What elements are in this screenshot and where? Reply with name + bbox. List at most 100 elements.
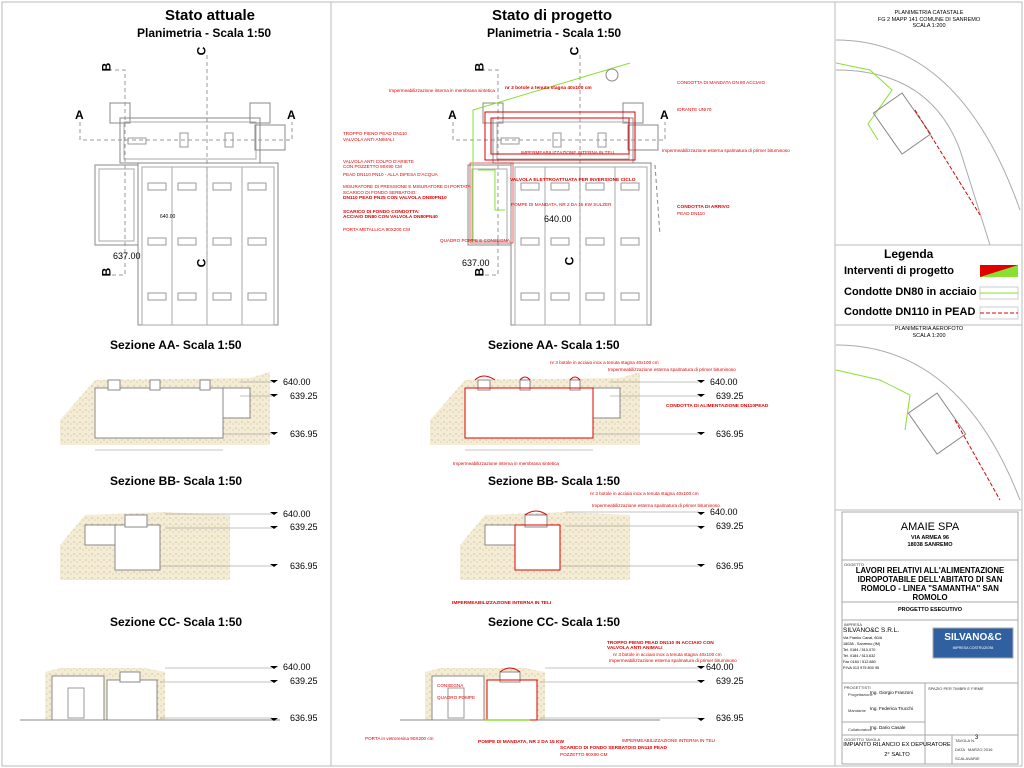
plan-elevation: 640.00 xyxy=(544,214,572,224)
plan-note: MISURATORE DI PRESSIONE E MISURATORE DI … xyxy=(343,184,471,189)
existing-sections xyxy=(19,371,281,721)
plan-elevation: 640.00 xyxy=(160,214,176,220)
project-title: Stato di progetto xyxy=(492,7,612,24)
section-note: Impermeabilizzazione esterna spalmatura … xyxy=(592,503,720,508)
section-note: Impermeabilizzazione esterna spalmatura … xyxy=(609,658,737,663)
elevation-label: 640.00 xyxy=(706,662,734,672)
section-note: QUADRO POMPE xyxy=(437,695,476,700)
section-note: Impermeabilizzazione interna in membrana… xyxy=(453,461,559,466)
company-label: IMPRESA xyxy=(844,622,863,627)
stamp-label: SPAZIO PER TIMBRI E FIRME xyxy=(928,686,984,691)
existing-section-cc-title: Sezione CC- Scala 1:50 xyxy=(110,615,243,629)
elevation-label: 640.00 xyxy=(710,377,738,387)
plan-note: PEAD DN110 PN10 - ALLA DIFESA D'ACQUA xyxy=(343,172,438,177)
elevation-label: 640.00 xyxy=(283,377,311,387)
elevation-label: 636.95 xyxy=(716,561,744,571)
section-marker-a: A xyxy=(448,108,457,122)
elevation-label: 639.25 xyxy=(290,522,318,532)
elevation-label: 639.25 xyxy=(716,391,744,401)
collaborator-name: Ing. Dario Casale xyxy=(870,725,906,730)
legend-item: Condotte DN80 in acciaio xyxy=(844,286,977,298)
existing-plan-title: Planimetria - Scala 1:50 xyxy=(137,26,272,40)
existing-section-aa-title: Sezione AA- Scala 1:50 xyxy=(110,338,242,352)
section-note: POZZETTO 90X90 CM xyxy=(560,752,608,757)
section-note: CONDOTTA DI ALIMENTAZIONE DN110PEAD xyxy=(666,404,769,409)
section-note: nr 3 botole in acciaio inox a tenuta sta… xyxy=(613,652,722,657)
section-note: IMPERMEABILIZZAZIONE INTERNA IN TELI xyxy=(452,601,552,606)
object-label: OGGETTO xyxy=(844,562,864,567)
elevation-label: 636.95 xyxy=(716,713,744,723)
existing-title: Stato attuale xyxy=(165,7,256,24)
plan-elevation: 637.00 xyxy=(113,251,141,261)
plan-note: SCARICO DI FONDO SERBATOIO: xyxy=(343,190,417,195)
plan-elevation: 637.00 xyxy=(462,258,490,268)
legend-item: Condotte DN110 in PEAD xyxy=(844,306,976,318)
section-note: nr 3 botole in acciaio inox a tenuta sta… xyxy=(590,491,699,496)
client-name: AMAIE SPA xyxy=(900,521,960,533)
plan-note: CONDOTTA DI ARRIVO xyxy=(677,205,730,210)
elevation-label: 640.00 xyxy=(283,509,311,519)
company-name: SILVANO&C S.R.L. xyxy=(843,627,900,634)
project-plan-title: Planimetria - Scala 1:50 xyxy=(487,26,622,40)
legend-swatches xyxy=(979,265,1019,320)
project-sections xyxy=(399,371,705,721)
manager-name: Ing. Federica Trucchi xyxy=(870,706,913,711)
plan-note: CONDOTTA DI MANDATA DN 80 ACCIAIO xyxy=(677,80,766,85)
section-marker-b: B xyxy=(472,62,487,72)
plan-note: IMPERMEABILIZZAZIONE INTERNA IN TELI xyxy=(521,150,615,155)
elevation-label: 636.95 xyxy=(716,429,744,439)
section-note: PORTA in vetroresina 90X200 cm xyxy=(365,736,434,741)
section-note: SCARICO DI FONDO SERBATOIO DN110 PEAD xyxy=(560,746,667,751)
plan-note: Impermeabilizzazione esterna spalmatura … xyxy=(662,148,790,153)
elevation-label: 636.95 xyxy=(290,713,318,723)
plan-note: DN110 PEAD PN25 CON VALVOLA DN80PN10 xyxy=(343,196,447,201)
plan-note: TROPPO PIENO PEAD DN110 xyxy=(343,131,407,136)
section-note: IMPERMEABILIZZAZIONE INTERNA IN TELI xyxy=(622,738,716,743)
project-section-bb-title: Sezione BB- Scala 1:50 xyxy=(488,474,621,488)
sheet-title: IMPIANTO RILANCIO EX DEPURATORE xyxy=(843,742,951,748)
plan-note: ACCIAIO DN80 CON VALVOLA DN80PN40 xyxy=(343,215,438,220)
section-marker-b: B xyxy=(472,267,487,277)
legend-item: Interventi di progetto xyxy=(844,265,954,277)
legend-title: Legenda xyxy=(884,247,934,261)
elevation-label: 640.00 xyxy=(283,662,311,672)
sheet-number: 3 xyxy=(975,735,979,741)
section-marker-c: C xyxy=(194,46,209,56)
plan-note: CON POZZETTO 90X90 CM xyxy=(343,164,402,169)
existing-plan xyxy=(79,54,293,326)
plan-note: VALVOLA ANTI ANIMALI xyxy=(343,137,394,142)
elevation-label: 639.25 xyxy=(290,676,318,686)
section-note: Impermeabilizzazione esterna spalmatura … xyxy=(608,367,736,372)
section-marker-b: B xyxy=(99,267,114,277)
section-note: CONSEGNA xyxy=(437,683,464,688)
sheet-scale: VARIE xyxy=(968,756,980,761)
elevation-label: 640.00 xyxy=(710,507,738,517)
plan-note: PORTA METALLICA 90X200 CM xyxy=(343,227,410,232)
existing-section-bb-title: Sezione BB- Scala 1:50 xyxy=(110,474,243,488)
company-logo-sub: IMPRESA COSTRUZIONI xyxy=(952,646,994,650)
elevation-label: 639.25 xyxy=(290,391,318,401)
plan-note: SCARICO DI FONDO CONDOTTA: xyxy=(343,210,420,215)
project-title: LAVORI RELATIVI ALL'ALIMENTAZIONE IDROPO… xyxy=(855,566,1005,602)
client-address: 18038 SANREMO xyxy=(907,542,953,548)
project-section-cc-title: Sezione CC- Scala 1:50 xyxy=(488,615,621,629)
section-note: POMPE DI MANDATA, NR 2 DA 15 KW xyxy=(478,740,564,745)
section-note: VALVOLA ANTI ANIMALI xyxy=(607,646,663,651)
cadastral-map xyxy=(835,39,1021,501)
plan-note: VALVOLA ANTI COLPO D'ARIETE xyxy=(343,159,414,164)
section-marker-a: A xyxy=(660,108,669,122)
section-marker-c: C xyxy=(194,258,209,268)
section-marker-c: C xyxy=(562,256,577,266)
plan-note: VALVOLA ELETTROATTUATA PER INVERSIONE CI… xyxy=(510,178,636,183)
elevation-label: 636.95 xyxy=(290,429,318,439)
section-marker-a: A xyxy=(287,108,296,122)
designer-name: Ing. Giorgio Franzoni xyxy=(870,690,913,695)
client-address: VIA ARMEA 96 xyxy=(911,535,949,541)
plan-note: POMPE DI MANDATA, NR 2 DA 15 KW SULZER xyxy=(511,202,612,207)
section-marker-c: C xyxy=(567,46,582,56)
title-block-grid xyxy=(841,511,1019,765)
